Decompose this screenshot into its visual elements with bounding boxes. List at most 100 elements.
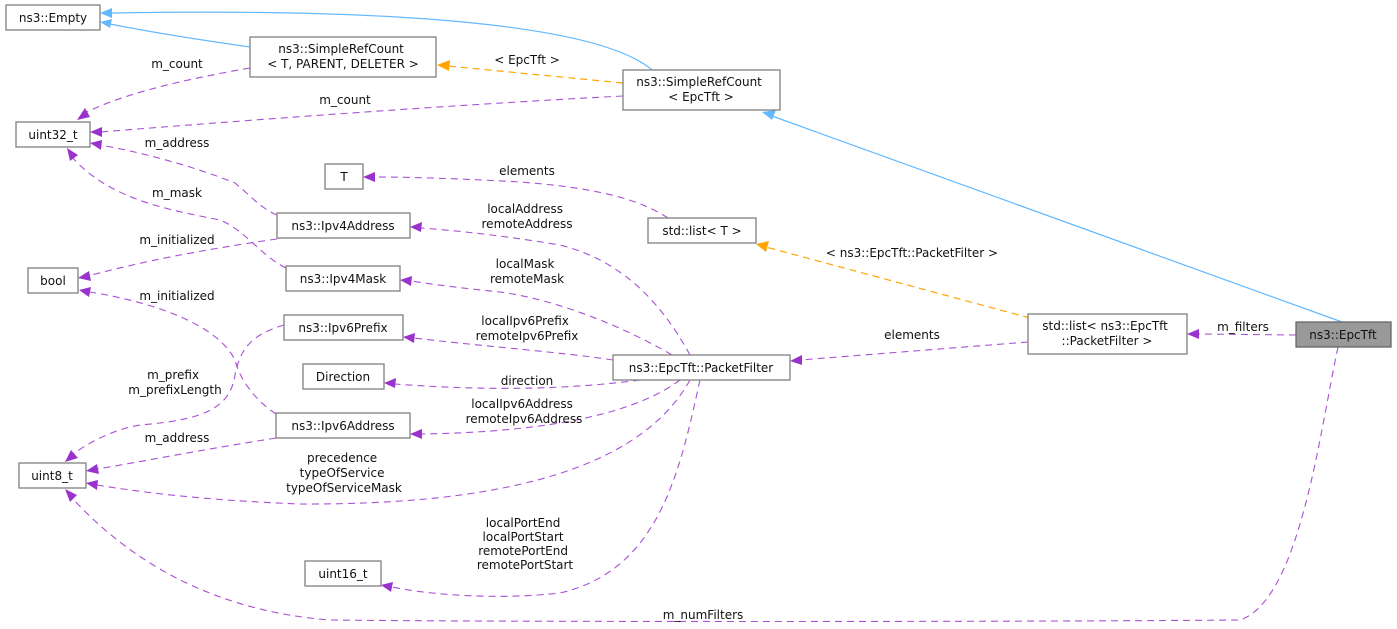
arrow-inherit-empty-2 <box>100 8 112 18</box>
svg-text:ns3::Ipv4Address: ns3::Ipv4Address <box>291 219 394 233</box>
svg-text:std::list< ns3::EpcTft: std::list< ns3::EpcTft ::PacketFilter > <box>1042 319 1171 348</box>
node-direction[interactable]: Direction <box>302 363 385 390</box>
node-std-list-t[interactable]: std::list< T > <box>647 217 757 244</box>
edge-count-template <box>84 67 251 114</box>
svg-text:Direction: Direction <box>316 370 370 384</box>
arrow-epctft-uint8 <box>65 489 77 502</box>
arrow-pf-direction <box>384 378 396 388</box>
node-packet-filter[interactable]: ns3::EpcTft::PacketFilter <box>612 354 791 381</box>
arrow-filters <box>1187 329 1199 339</box>
edge-prefix-uint8 <box>71 324 285 456</box>
label-ipv4addr-uint32: m_address <box>145 136 210 150</box>
svg-text:T: T <box>339 170 348 184</box>
arrow-mask-uint32 <box>67 148 78 161</box>
label-template-epctft: < EpcTft > <box>494 53 560 67</box>
arrow-prefix-uint8 <box>65 450 78 462</box>
arrow-pf-uint8 <box>86 480 98 490</box>
svg-text:ns3::Empty: ns3::Empty <box>19 11 87 25</box>
node-ipv4-mask[interactable]: ns3::Ipv4Mask <box>285 265 401 292</box>
label-list-elements-t: elements <box>499 164 555 178</box>
svg-text:ns3::SimpleRefCount <: ns3::SimpleRefCount < T, PARENT, DELETER… <box>267 42 419 71</box>
edge-filters <box>1198 333 1297 336</box>
arrow-count-template <box>77 108 90 120</box>
arrow-list-t <box>363 172 375 182</box>
edge-pf-ipv4addr <box>420 227 691 356</box>
edge-ipv6addr-uint8 <box>96 437 277 470</box>
arrow-inherit-refcount <box>762 110 776 120</box>
node-ipv6-prefix[interactable]: ns3::Ipv6Prefix <box>283 314 404 341</box>
edge-list-t <box>374 176 669 219</box>
label-prefix-fields: m_prefix m_prefixLength <box>128 368 221 397</box>
node-uint16-t[interactable]: uint16_t <box>304 560 382 587</box>
label-prefixes: localIpv6Prefix remoteIpv6Prefix <box>476 314 579 343</box>
node-simple-ref-count-template[interactable]: ns3::SimpleRefCount < T, PARENT, DELETER… <box>249 36 437 78</box>
arrow-ipv4addr-uint32 <box>90 140 102 150</box>
label-ports: localPortEnd localPortStart remotePortEn… <box>477 516 574 572</box>
svg-text:ns3::Ipv6Prefix: ns3::Ipv6Prefix <box>298 321 387 335</box>
edge-mask-uint32 <box>71 156 287 269</box>
label-ipv6addr-uint8: m_address <box>145 431 210 445</box>
label-filters: m_filters <box>1217 320 1269 334</box>
label-count-template: m_count <box>151 57 203 71</box>
edge-epctft-uint8 <box>71 346 1339 623</box>
node-ipv6-address[interactable]: ns3::Ipv6Address <box>275 412 411 439</box>
node-uint8-t[interactable]: uint8_t <box>18 462 87 489</box>
arrow-ipv6addr-bool <box>79 287 91 297</box>
node-ipv4-address[interactable]: ns3::Ipv4Address <box>276 212 411 239</box>
edge-ipv4addr-bool <box>87 238 278 277</box>
node-ns3-empty[interactable]: ns3::Empty <box>5 4 101 31</box>
edge-template-epctft <box>447 65 624 84</box>
svg-text:std::list< T >: std::list< T > <box>662 224 741 238</box>
arrow-pf-ipv4addr <box>410 222 422 232</box>
label-num-filters: m_numFilters <box>663 608 744 622</box>
edge-inherit-template-to-empty <box>109 23 251 48</box>
edge-template-packetfilter <box>765 246 1031 319</box>
label-template-packetfilter: < ns3::EpcTft::PacketFilter > <box>826 246 998 260</box>
edge-inherit-epctftrefcount-to-empty <box>111 11 653 71</box>
svg-text:ns3::EpcTft: ns3::EpcTft <box>1309 328 1377 342</box>
label-ipv4-initialized: m_initialized <box>139 233 214 247</box>
label-addresses: localAddress remoteAddress <box>482 202 573 231</box>
arrow-list-pf <box>790 355 802 365</box>
node-uint32-t[interactable]: uint32_t <box>15 121 91 148</box>
arrow-ipv6addr-uint8 <box>86 464 99 474</box>
edge-count-epctft <box>99 95 624 133</box>
label-mask-uint32: m_mask <box>152 186 202 200</box>
label-masks: localMask remoteMask <box>490 257 564 286</box>
svg-text:ns3::Ipv4Mask: ns3::Ipv4Mask <box>300 272 386 286</box>
edge-ipv4addr-uint32 <box>99 144 278 216</box>
node-ns3-epctft[interactable]: ns3::EpcTft <box>1295 321 1392 348</box>
edge-list-pf <box>799 341 1029 361</box>
edge-pf-ipv6addr <box>420 379 681 435</box>
arrow-pf-uint16 <box>381 582 393 592</box>
arrow-pf-ipv6addr <box>410 429 422 439</box>
edge-pf-prefix <box>413 337 614 361</box>
arrow-ipv4addr-bool <box>78 271 91 281</box>
edge-inherit-epctft-to-refcount <box>771 115 1343 323</box>
arrow-pf-prefix <box>403 333 415 343</box>
svg-text:uint16_t: uint16_t <box>318 567 368 581</box>
arrow-template-list <box>756 241 769 252</box>
label-direction: direction <box>501 374 554 388</box>
label-service-fields: precedence typeOfService typeOfServiceMa… <box>286 451 402 495</box>
arrow-inherit-empty-1 <box>100 19 112 28</box>
label-list-elements-pf: elements <box>884 328 940 342</box>
arrow-count-epctft <box>90 127 102 137</box>
svg-text:ns3::Ipv6Address: ns3::Ipv6Address <box>291 419 394 433</box>
svg-text:ns3::SimpleRefCount <: ns3::SimpleRefCount < EpcTft > <box>636 75 765 104</box>
edge-ipv6addr-bool <box>89 291 277 415</box>
node-bool[interactable]: bool <box>27 267 79 294</box>
node-simple-ref-count-epctft[interactable]: ns3::SimpleRefCount < EpcTft > <box>622 69 781 111</box>
label-ipv6-addresses: localIpv6Address remoteIpv6Address <box>466 397 583 426</box>
svg-text:uint32_t: uint32_t <box>28 128 78 142</box>
edge-pf-mask <box>410 280 673 356</box>
arrow-pf-mask <box>400 276 412 286</box>
label-count-epctft: m_count <box>319 93 371 107</box>
svg-text:ns3::EpcTft::PacketFilter: ns3::EpcTft::PacketFilter <box>629 361 774 375</box>
node-t[interactable]: T <box>324 163 364 190</box>
edge-pf-direction <box>394 379 641 389</box>
arrow-template-refcount <box>437 60 450 71</box>
svg-text:uint8_t: uint8_t <box>31 469 73 483</box>
node-std-list-packet-filter[interactable]: std::list< ns3::EpcTft ::PacketFilter > <box>1027 313 1188 355</box>
